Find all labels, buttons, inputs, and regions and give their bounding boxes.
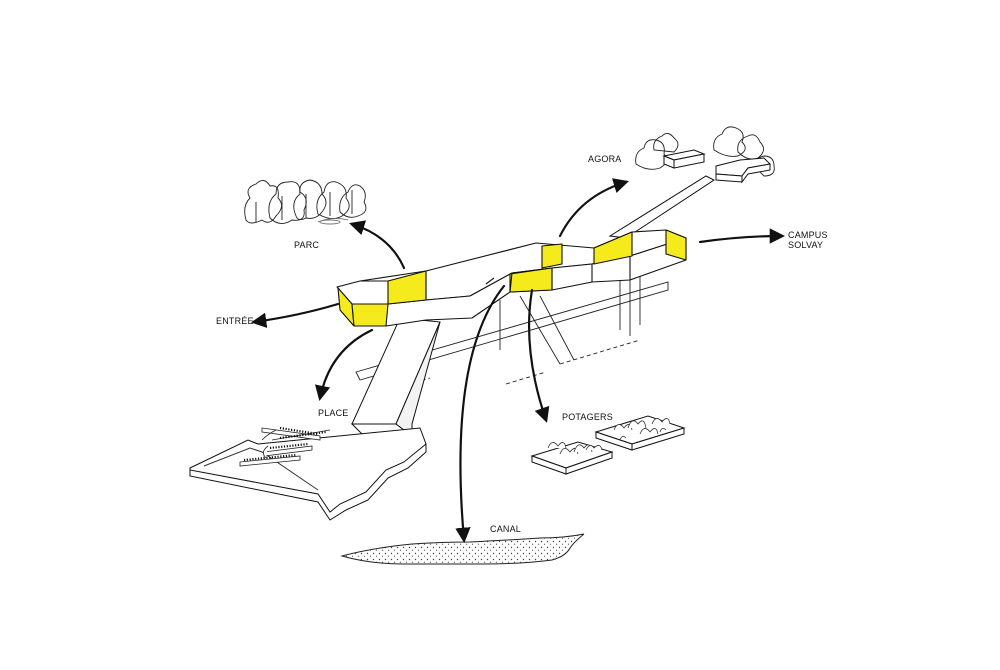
label-place: PLACE <box>318 408 349 418</box>
arrow-to-agora <box>558 178 629 238</box>
label-campus: CAMPUS <box>788 230 828 240</box>
agora-ramp <box>608 175 715 239</box>
arrow-to-canal <box>455 284 506 544</box>
label-parc: PARC <box>294 240 319 250</box>
bridge <box>336 229 687 327</box>
place-ramp <box>350 317 441 439</box>
label-potagers: POTAGERS <box>562 412 613 422</box>
arrow-to-place <box>314 328 374 402</box>
canal <box>340 533 585 565</box>
arrow-to-parc <box>349 220 406 270</box>
potagers-gardens <box>530 415 686 475</box>
arrows <box>250 178 786 544</box>
arrow-to-campus <box>698 228 786 244</box>
label-entree: ENTRÉE <box>216 316 254 326</box>
label-agora: AGORA <box>588 154 622 164</box>
parc-trees <box>244 179 367 225</box>
structure <box>355 262 669 391</box>
arrow-to-potagers <box>528 288 550 423</box>
label-solvay: SOLVAY <box>788 240 823 250</box>
arrow-to-entree <box>250 302 340 328</box>
place-plaza <box>189 426 427 521</box>
label-canal: CANAL <box>490 524 521 534</box>
agora-buildings <box>662 149 772 184</box>
